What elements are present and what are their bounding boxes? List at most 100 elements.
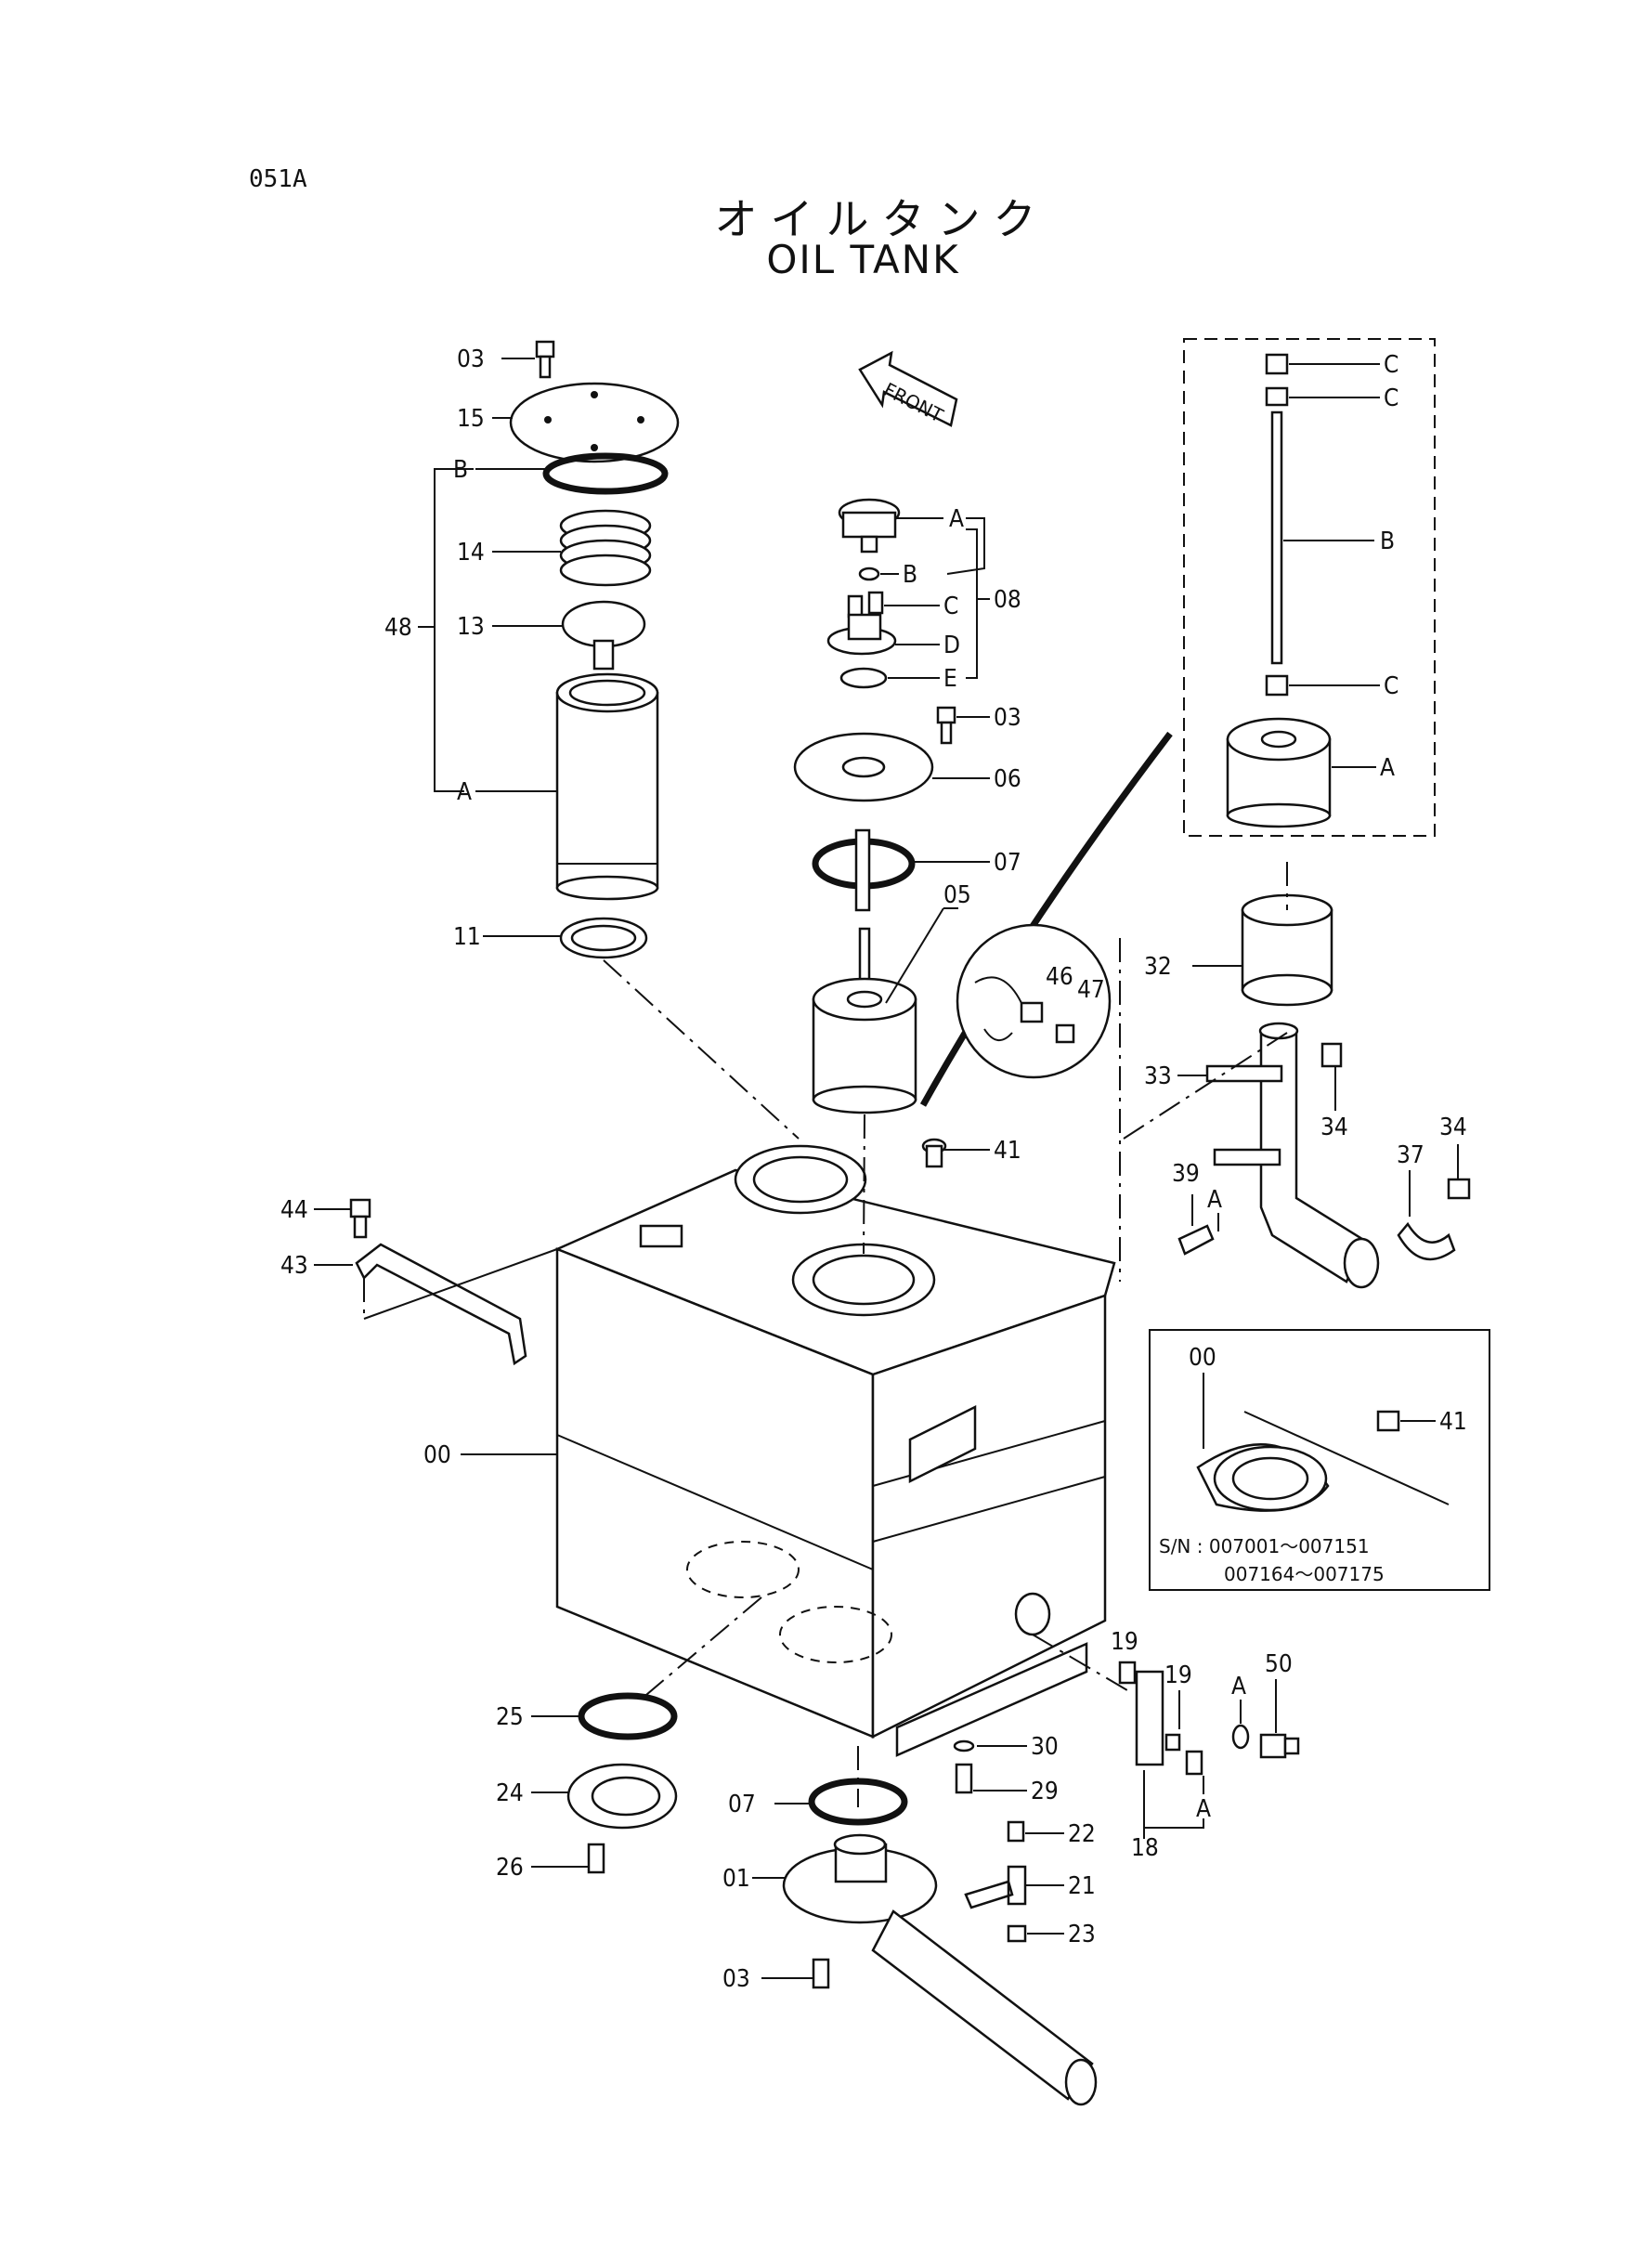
callout-34a: 34	[1320, 1114, 1348, 1141]
callout-a-right: A	[1380, 754, 1395, 782]
part-08a-cap	[838, 498, 901, 554]
callout-08e: E	[943, 665, 957, 693]
callout-37: 37	[1397, 1141, 1424, 1169]
callout-48: 48	[384, 614, 412, 642]
callout-19b: 19	[1164, 1661, 1192, 1689]
part-13-valve	[561, 600, 646, 671]
callout-08c: C	[943, 593, 958, 620]
title-japanese: オイルタンク	[714, 194, 1049, 244]
callout-a-39: A	[1207, 1186, 1222, 1214]
part-01-suction-pipe	[782, 1833, 1098, 2106]
callout-46: 46	[1046, 963, 1073, 991]
part-03-bolt-center	[936, 706, 956, 745]
part-03-bolt-bottom	[812, 1958, 830, 1989]
callout-03b: 03	[994, 704, 1021, 732]
inset-sn-box	[1149, 1329, 1490, 1591]
callout-03c: 03	[722, 1965, 750, 1993]
callout-11: 11	[453, 923, 481, 951]
part-c-nut-3	[1265, 674, 1289, 697]
callout-25: 25	[496, 1703, 524, 1731]
callout-08: 08	[994, 586, 1021, 614]
callout-44: 44	[280, 1196, 308, 1224]
part-29-bolt	[955, 1763, 973, 1794]
front-arrow: FRONT	[858, 350, 958, 427]
oil-tank-body	[553, 1144, 1116, 1757]
part-pipe	[854, 828, 871, 912]
part-47	[1055, 1023, 1075, 1044]
centerline-pipe	[1123, 1032, 1288, 1140]
part-43-handle	[355, 1243, 527, 1366]
part-08e	[839, 667, 888, 689]
part-c-nut-1	[1265, 353, 1289, 375]
callout-07a: 07	[994, 849, 1021, 877]
part-b-oring	[542, 452, 669, 495]
part-a-strainer	[1226, 717, 1332, 828]
callout-41: 41	[994, 1137, 1021, 1165]
callout-22: 22	[1068, 1820, 1096, 1848]
callout-08a: A	[949, 505, 964, 533]
callout-47: 47	[1077, 976, 1105, 1004]
part-a-filter-element	[555, 672, 659, 901]
part-21-valve	[964, 1865, 1027, 1909]
callout-15: 15	[457, 405, 485, 433]
part-19b-nut	[1164, 1733, 1181, 1752]
part-39-elbow	[1177, 1224, 1215, 1256]
sn-line-1: S/N : 007001～007151	[1159, 1535, 1370, 1557]
part-b-rod	[1270, 410, 1283, 665]
part-a-bolt	[1185, 1750, 1203, 1776]
centerline-breather	[863, 1114, 865, 1255]
part-08c-screws	[847, 591, 884, 619]
part-c-nut-2	[1265, 386, 1289, 407]
part-41-plug	[921, 1138, 947, 1168]
callout-19a: 19	[1111, 1628, 1138, 1656]
callout-32: 32	[1144, 953, 1172, 981]
part-19a-nut	[1118, 1661, 1137, 1685]
callout-33: 33	[1144, 1062, 1172, 1090]
part-18-gauge	[1135, 1670, 1164, 1766]
callout-08d: D	[943, 632, 960, 659]
callout-14: 14	[457, 539, 485, 567]
part-08d-body	[826, 613, 897, 656]
callout-05: 05	[943, 881, 971, 909]
callout-c2: C	[1384, 384, 1398, 412]
part-44-bolt	[349, 1198, 371, 1239]
detail-box-strainer	[1183, 338, 1436, 837]
part-25-oring	[578, 1692, 678, 1740]
part-34-bolt-b	[1447, 1178, 1471, 1200]
callout-39: 39	[1172, 1160, 1200, 1188]
callout-a-bolt: A	[1196, 1795, 1211, 1823]
callout-34b: 34	[1439, 1114, 1467, 1141]
part-33-pipe	[1205, 1022, 1380, 1289]
callout-21: 21	[1068, 1872, 1096, 1900]
part-41-inset	[1376, 1410, 1400, 1432]
callout-08b: B	[903, 561, 917, 589]
part-37-clamp	[1397, 1221, 1456, 1261]
callout-00: 00	[423, 1441, 451, 1469]
part-23-plug	[1007, 1924, 1027, 1943]
part-32-hose	[1241, 893, 1333, 1007]
callout-24: 24	[496, 1779, 524, 1807]
part-34-bolt	[1320, 1042, 1343, 1068]
callout-00-inset: 00	[1189, 1344, 1216, 1372]
callout-c1: C	[1384, 351, 1398, 379]
callout-b-right: B	[1380, 528, 1395, 555]
part-03-bolt-top	[535, 340, 555, 379]
callout-29: 29	[1031, 1778, 1059, 1805]
callout-07b: 07	[728, 1791, 756, 1818]
callout-a-left: A	[457, 778, 472, 806]
callout-41-inset: 41	[1439, 1408, 1467, 1436]
callout-a-50: A	[1231, 1673, 1246, 1700]
sn-line-2: 007164～007175	[1224, 1563, 1385, 1585]
part-14-spring	[559, 509, 652, 587]
part-26-bolt	[587, 1843, 605, 1874]
callout-43: 43	[280, 1252, 308, 1280]
part-05-strainer	[812, 927, 917, 1114]
part-30-washer	[953, 1739, 975, 1752]
title-english: OIL TANK	[766, 237, 960, 282]
callout-30: 30	[1031, 1733, 1059, 1761]
callout-13: 13	[457, 613, 485, 641]
part-08b	[858, 567, 880, 581]
callout-01: 01	[722, 1865, 750, 1893]
part-07b-oring	[808, 1778, 908, 1826]
